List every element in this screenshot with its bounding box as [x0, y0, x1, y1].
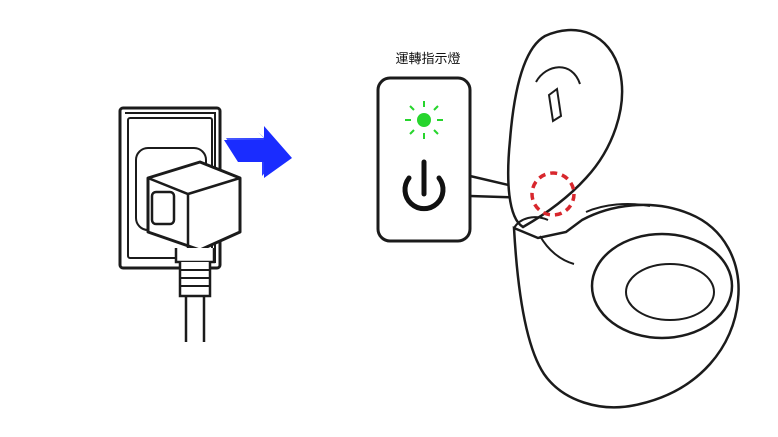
power-plug-icon — [146, 160, 242, 342]
insert-direction-arrow — [224, 126, 292, 178]
indicator-highlight-circle — [530, 171, 576, 217]
indicator-callout — [376, 76, 532, 243]
indicator-light-icon — [405, 101, 443, 139]
smart-toilet-icon — [506, 28, 740, 409]
power-icon — [402, 159, 446, 212]
indicator-light-label: 運轉指示燈 — [395, 52, 461, 67]
